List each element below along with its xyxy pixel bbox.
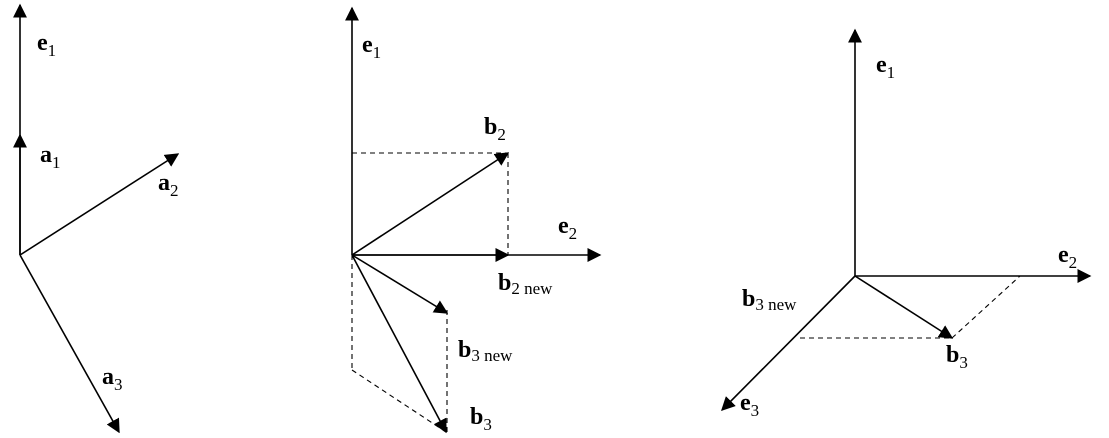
label-e3-sub: 3 [751, 401, 760, 420]
label-a3-base: a [102, 364, 114, 390]
panel-1: e1 a1 a2 a3 [13, 3, 180, 434]
vector-b3 [854, 275, 954, 339]
label-b2: b2 [484, 114, 506, 144]
vector-b3 [351, 254, 447, 434]
label-e1: e1 [876, 52, 895, 82]
label-b3-sub: 3 [959, 353, 968, 372]
panel-3: e1 e2 b3 new b3 e3 [721, 28, 1092, 420]
label-a2-base: a [158, 170, 170, 196]
label-a1-sub: 1 [52, 153, 61, 172]
dash-b3-diagonal [351, 369, 447, 433]
label-e3: e3 [740, 390, 759, 420]
label-b2-sub: 2 [497, 125, 506, 144]
label-a2-sub: 2 [170, 181, 179, 200]
label-b2-new-sub: 2 new [511, 279, 553, 298]
label-e1: e1 [37, 30, 56, 60]
label-e1: e1 [362, 32, 381, 62]
label-b3-sub: 3 [483, 415, 492, 434]
label-a2: a2 [158, 170, 179, 200]
label-b2-base: b [484, 114, 497, 140]
label-b3-base: b [470, 404, 483, 430]
label-e1-sub: 1 [48, 41, 57, 60]
label-e1-base: e [362, 32, 373, 58]
label-e2-sub: 2 [569, 224, 578, 243]
label-e1-base: e [876, 52, 887, 78]
label-b3-new-base: b [458, 337, 471, 363]
label-e2-base: e [1058, 242, 1069, 268]
label-a3-sub: 3 [114, 375, 123, 394]
label-a3: a3 [102, 364, 123, 394]
label-e2: e2 [1058, 242, 1077, 272]
label-e2: e2 [558, 213, 577, 243]
label-e1-base: e [37, 30, 48, 56]
label-b2-new-base: b [498, 270, 511, 296]
vector-a2 [19, 153, 180, 256]
vector-e3 [721, 275, 856, 411]
vector-b2 [351, 152, 510, 256]
vector-b3-new [351, 254, 449, 314]
label-b3-new: b3 new [458, 337, 513, 365]
label-b3-new-base: b [742, 286, 755, 312]
label-b3-new-sub: 3 new [755, 295, 797, 314]
label-e2-sub: 2 [1069, 253, 1078, 272]
label-b3-new-sub: 3 new [471, 346, 513, 365]
label-b3: b3 [946, 342, 968, 372]
label-e1-sub: 1 [373, 43, 382, 62]
label-a1-base: a [40, 142, 52, 168]
label-e1-sub: 1 [887, 63, 896, 82]
label-b3-new: b3 new [742, 286, 797, 314]
panel-2: e1 b2 e2 b2 new b3 new b3 [345, 6, 602, 434]
label-e3-base: e [740, 390, 751, 416]
dash-b3-diagonal [951, 275, 1021, 339]
vector-a3 [19, 254, 120, 434]
label-e2-base: e [558, 213, 569, 239]
label-b3: b3 [470, 404, 492, 434]
label-b3-base: b [946, 342, 959, 368]
label-a1: a1 [40, 142, 61, 172]
label-b2-new: b2 new [498, 270, 553, 298]
